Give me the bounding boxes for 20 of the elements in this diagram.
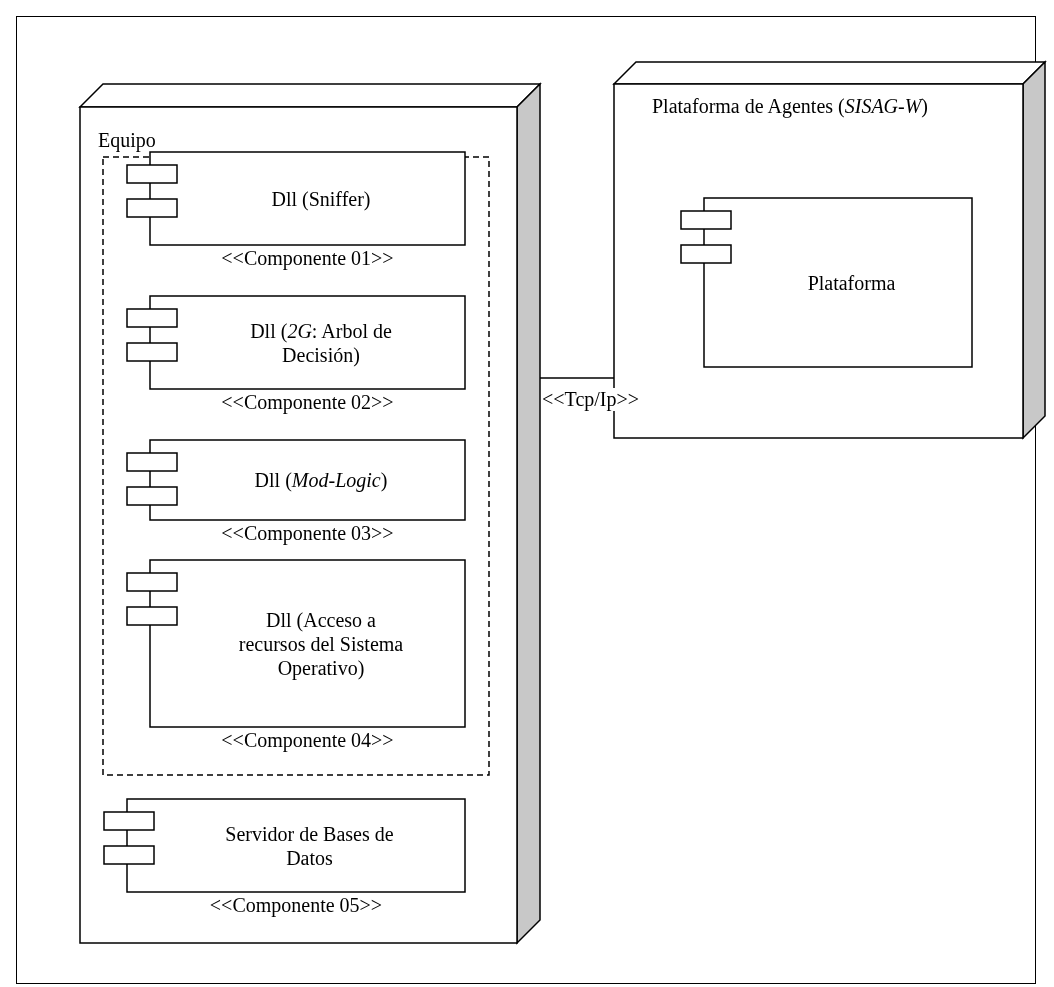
edge-label: <<Tcp/Ip>> xyxy=(542,388,640,411)
stereotype-label: <<Componente 01>> xyxy=(220,247,395,270)
component-label: Dll (Mod-Logic) xyxy=(253,468,389,492)
stereotype-label: <<Componente 02>> xyxy=(220,391,395,414)
node-title: Equipo xyxy=(98,128,157,152)
component-box xyxy=(127,440,465,520)
component-label: Dll (Acceso a recursos del Sistema Operativo) xyxy=(237,607,405,680)
component-box xyxy=(127,296,465,389)
stereotype-label: <<Componente 04>> xyxy=(220,729,395,752)
component-box xyxy=(681,198,972,367)
stereotype-label: <<Componente 05>> xyxy=(208,894,384,917)
component-label: Servidor de Bases de Datos xyxy=(224,821,395,870)
component-label: Plataforma xyxy=(806,270,897,295)
component-box xyxy=(127,152,465,245)
node-title: Plataforma de Agentes (SISAG-W) xyxy=(652,94,930,118)
component-box xyxy=(127,560,465,727)
stereotype-label: <<Componente 03>> xyxy=(220,522,395,545)
component-label: Dll (2G: Arbol de Decisión) xyxy=(249,318,393,367)
component-label: Dll (Sniffer) xyxy=(270,186,372,211)
component-box xyxy=(104,799,465,892)
